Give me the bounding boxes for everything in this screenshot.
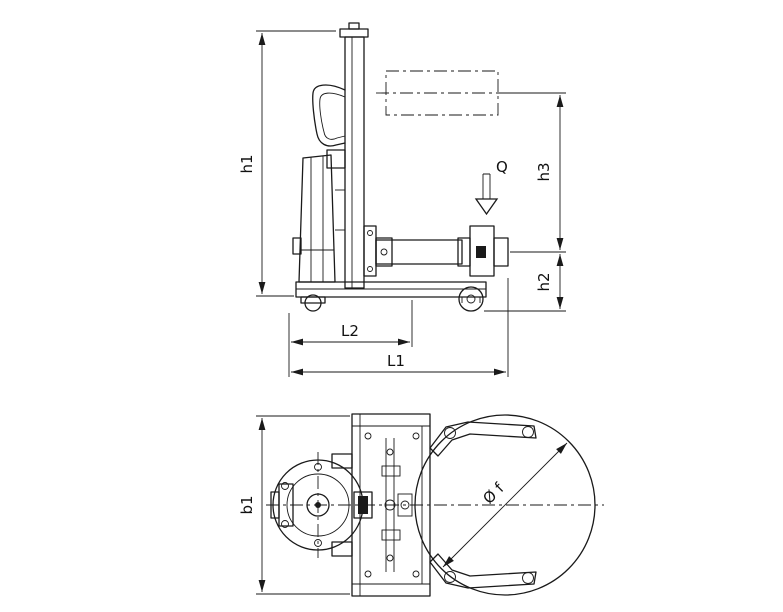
- dim-label-L1: L1: [387, 352, 405, 370]
- chassis: [295, 281, 487, 312]
- drive-housing: [292, 154, 345, 283]
- load-label-q: Q: [496, 158, 508, 176]
- side-view: Q h1 h3 h2 L2: [238, 22, 566, 377]
- lower-clamp-arm: [429, 553, 537, 589]
- drive-wheel: [304, 294, 322, 312]
- dimension-b1: b1: [238, 415, 350, 595]
- arrow-head-down-icon: [474, 198, 499, 216]
- mast-cross-section: [353, 491, 373, 519]
- tiller-handle: [312, 84, 346, 169]
- clamp-arm: [363, 225, 509, 277]
- dim-label-h2: h2: [535, 272, 553, 291]
- load-arrow-q: Q: [474, 158, 508, 216]
- dimension-h2: h2: [484, 254, 566, 312]
- dimension-L1: L1: [288, 278, 509, 377]
- dim-label-h3: h3: [535, 162, 553, 181]
- dim-label-L2: L2: [341, 322, 359, 340]
- phantom-roll: [376, 70, 508, 116]
- top-view: Ø f b1: [238, 413, 604, 597]
- drive-unit-plan: [270, 453, 364, 557]
- caster-wheel: [458, 286, 484, 312]
- dim-label-b1: b1: [238, 495, 256, 514]
- dim-label-h1: h1: [238, 154, 256, 173]
- roll-circle: [414, 414, 596, 596]
- dim-label-phi-f: Ø f: [479, 479, 508, 508]
- clamp-arms-plan: [429, 421, 537, 589]
- upper-clamp-arm: [429, 421, 537, 457]
- dimension-L2: L2: [288, 300, 413, 347]
- dimension-h1: h1: [238, 30, 336, 297]
- dimension-h3: h3: [508, 92, 566, 253]
